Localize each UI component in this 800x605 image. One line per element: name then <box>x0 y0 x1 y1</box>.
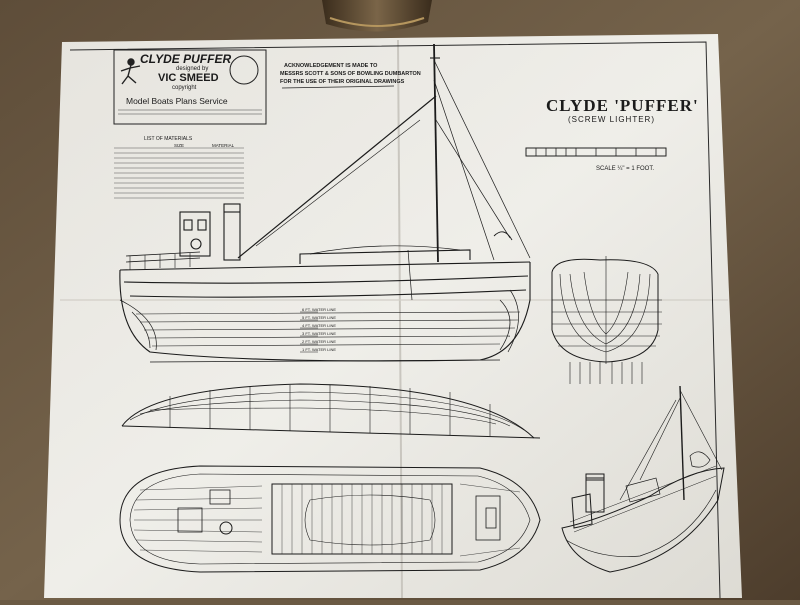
logo-title: CLYDE PUFFER <box>140 52 232 66</box>
drawing-title: CLYDE 'PUFFER' <box>546 96 699 115</box>
materials-col-size: SIZE <box>174 143 185 148</box>
side-elevation <box>119 43 531 363</box>
plan-sheet <box>44 34 742 598</box>
materials-heading: LIST OF MATERIALS <box>144 136 193 142</box>
ack-line-2: MESSRS SCOTT & SONS OF BOWLING DUMBARTON <box>280 71 421 77</box>
waterline-label-3: 3 FT. WATER LINE <box>302 331 337 336</box>
deck-plan <box>119 465 541 573</box>
ack-line-1: ACKNOWLEDGEMENT IS MADE TO <box>284 63 378 69</box>
logo-box <box>113 49 267 125</box>
logo-service: Model Boats Plans Service <box>126 96 228 106</box>
ack-line-3: FOR THE USE OF THEIR ORIGINAL DRAWINGS <box>280 79 405 85</box>
drawing-subtitle: (SCREW LIGHTER) <box>568 115 655 124</box>
materials-table <box>114 147 244 199</box>
waterline-label-6: 6 FT. WATER LINE <box>302 307 337 312</box>
logo-figure <box>120 58 141 85</box>
scale-label: SCALE ¼" = 1 FOOT. <box>596 166 654 172</box>
waterline-label-2: 2 FT. WATER LINE <box>302 339 337 344</box>
logo-copyright: copyright <box>172 85 197 91</box>
waterline-label-1: 1 FT. WATER LINE <box>302 347 337 352</box>
half-breadth-plan <box>121 383 541 439</box>
perspective-view <box>561 385 725 573</box>
logo-designed-by: designed by <box>176 66 209 72</box>
waterline-label-4: 4 FT. WATER LINE <box>302 323 337 328</box>
waterline-label-5: 5 FT. WATER LINE <box>302 315 337 320</box>
logo-circle <box>229 55 259 85</box>
materials-col-material: MATERIAL <box>212 143 235 148</box>
logo-designer: VIC SMEED <box>158 72 219 84</box>
body-plan <box>551 256 662 384</box>
